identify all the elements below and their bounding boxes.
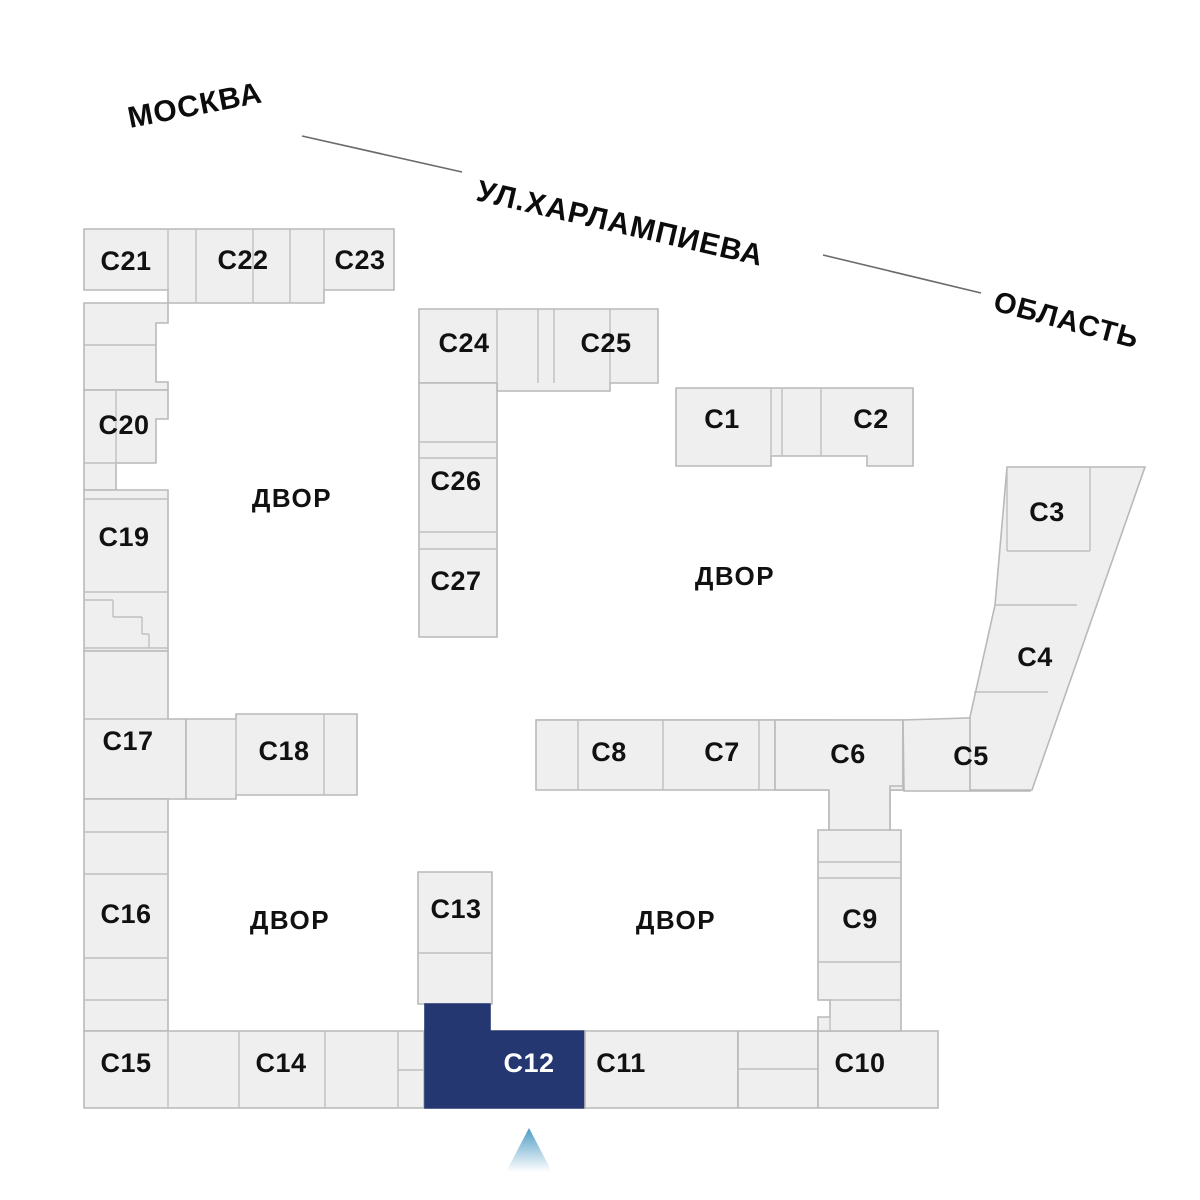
block-label-C19[interactable]: C19: [98, 522, 149, 552]
block-label-C23[interactable]: C23: [334, 245, 385, 275]
block-label-C25[interactable]: C25: [580, 328, 631, 358]
block-label-C2[interactable]: C2: [853, 404, 889, 434]
block-label-C21[interactable]: C21: [100, 246, 151, 276]
block-label-C11[interactable]: C11: [596, 1048, 646, 1078]
block-label-C9[interactable]: C9: [842, 904, 878, 934]
south-strip-group: [83, 871, 939, 1109]
road-seg-right-line: [822, 254, 982, 294]
block-label-C3[interactable]: C3: [1029, 497, 1065, 527]
yard-label-southeast: ДВОР: [636, 905, 716, 935]
east-strip-group: [535, 716, 1032, 831]
block-shape-C6[interactable]: [774, 719, 904, 831]
block-label-C1[interactable]: C1: [704, 404, 740, 434]
block-label-C7[interactable]: C7: [704, 737, 740, 767]
block-label-C26[interactable]: C26: [430, 466, 481, 496]
c20-stack-dividers: [84, 323, 157, 382]
c9-dividers: [818, 861, 901, 1031]
block-label-C6[interactable]: C6: [830, 739, 866, 769]
block-label-C15[interactable]: C15: [100, 1048, 151, 1078]
west-wing-group: [83, 228, 395, 1032]
block-label-C5[interactable]: C5: [953, 741, 989, 771]
road-lines-group: [301, 135, 982, 294]
block-shape-C17[interactable]: [83, 650, 187, 800]
block-label-C10[interactable]: C10: [834, 1048, 885, 1078]
c24-c25-dividers: [496, 309, 611, 391]
yard-label-southwest: ДВОР: [250, 905, 330, 935]
east-wedge-dividers: [974, 467, 1091, 693]
block-label-C13[interactable]: C13: [430, 894, 481, 924]
road-label-oblast: ОБЛАСТЬ: [990, 286, 1142, 355]
yard-label-northeast: ДВОР: [695, 561, 775, 591]
road-label-street: УЛ.ХАРЛАМПИЕВА: [473, 175, 766, 273]
c15-c14-dividers: [167, 1031, 424, 1108]
block-label-C12[interactable]: C12: [503, 1048, 554, 1078]
location-marker-icon: [506, 1128, 552, 1172]
c17-dividers: [84, 651, 169, 720]
location-marker-group: [506, 1128, 552, 1172]
block-label-C17[interactable]: C17: [102, 726, 153, 756]
block-label-C24[interactable]: C24: [438, 328, 489, 358]
block-shape-C26-C27[interactable]: [418, 382, 498, 638]
c20-dividers: [84, 390, 117, 464]
yard-label-northwest: ДВОР: [252, 483, 332, 513]
west-top-dividers: [167, 229, 325, 303]
east-wedge-group: [969, 466, 1147, 791]
northeast-row-group: [675, 387, 914, 467]
block-label-C8[interactable]: C8: [591, 737, 627, 767]
block-label-C27[interactable]: C27: [430, 566, 481, 596]
c16-dividers: [84, 831, 168, 1001]
block-labels-group: C1 C2 C3 C4 C5 C6 C7 C8 C9 C10 C11 C12 C…: [98, 245, 1064, 1078]
block-shape-C13[interactable]: [417, 871, 493, 1005]
c1-c2-dividers: [770, 388, 822, 466]
block-shape-C15-C14[interactable]: [83, 1030, 425, 1109]
block-label-C22[interactable]: C22: [217, 245, 268, 275]
block-label-C14[interactable]: C14: [255, 1048, 306, 1078]
c26-c27-dividers: [419, 441, 497, 550]
c19-dividers: [84, 498, 168, 649]
road-label-moskva: МОСКВА: [125, 77, 265, 135]
block-label-C4[interactable]: C4: [1017, 642, 1053, 672]
block-shape-C1-C2[interactable]: [675, 387, 914, 467]
yard-labels-group: ДВОР ДВОР ДВОР ДВОР: [250, 483, 775, 935]
block-label-C16[interactable]: C16: [100, 899, 151, 929]
block-label-C18[interactable]: C18: [258, 736, 309, 766]
c18-dividers: [235, 714, 325, 799]
block-label-C20[interactable]: C20: [98, 410, 149, 440]
road-seg-left-line: [301, 135, 463, 173]
block-shape-C19[interactable]: [83, 489, 169, 652]
central-spine-group: [418, 308, 659, 638]
